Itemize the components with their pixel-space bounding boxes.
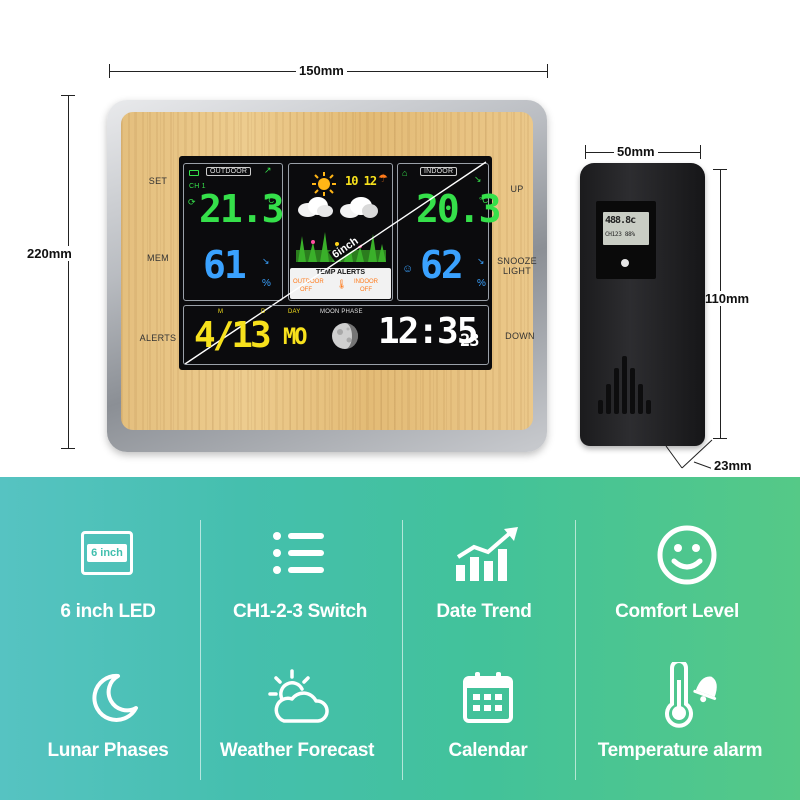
down-button-label: DOWN <box>505 331 535 341</box>
width-label: 150mm <box>296 63 347 78</box>
indoor-temperature: 20.3 <box>416 187 502 231</box>
weekday-label: DAY <box>288 309 301 315</box>
cloud-icon-right <box>340 197 378 218</box>
outdoor-humidity-trend-icon: ↘ <box>262 256 270 266</box>
outdoor-panel <box>183 163 283 301</box>
outdoor-trend-icon: ↗ <box>264 165 272 175</box>
outdoor-humidity-unit: % <box>262 278 272 289</box>
alert-thermometer-icon: 🌡 <box>336 279 348 289</box>
temp-alerts-title: TEMP ALERTS <box>315 269 365 276</box>
outdoor-temperature: 21.3 <box>199 187 285 231</box>
alerts-button-label: ALERTS <box>139 333 177 343</box>
indoor-humidity: 62 <box>420 243 464 287</box>
up-button-label: UP <box>510 184 524 194</box>
diagonal-measure-line <box>184 161 487 365</box>
snooze-button-label: SNOOZE LIGHT <box>494 256 540 276</box>
indoor-trend-icon: ↘ <box>474 174 482 184</box>
date-display: 4/13 <box>194 315 272 356</box>
sensor-vent <box>630 368 635 414</box>
features-band <box>0 477 800 800</box>
refresh-icon: ⟳ <box>188 197 196 207</box>
indoor-temp-unit: °C <box>479 196 489 205</box>
weather-alert-icon: ☂ <box>378 173 388 185</box>
moon-phase-icon <box>332 323 358 349</box>
feature-label-calendar: Calendar <box>448 740 528 761</box>
month-label: M <box>218 309 224 315</box>
indoor-label: INDOOR <box>420 167 458 176</box>
feature-label-temperature-alarm: Temperature alarm <box>597 740 763 761</box>
snooze-label: SNOOZE <box>497 256 537 266</box>
sun-icon <box>312 172 336 196</box>
indoor-panel <box>397 163 489 301</box>
feature-divider <box>402 520 403 780</box>
forecast-time: 10 12 <box>345 174 377 188</box>
feature-label-date-trend: Date Trend <box>436 601 532 622</box>
feature-label-6-inch-led: 6 inch LED <box>60 601 156 622</box>
sun-cloud-icon <box>268 669 329 723</box>
height-label: 220mm <box>24 246 75 261</box>
alert-outdoor-state: OFF <box>300 287 312 293</box>
sensor-vent <box>638 384 643 414</box>
sensor-lcd-humidity: CH123 88% <box>605 231 635 238</box>
sensor-lcd-temp: 488.8c <box>605 215 636 226</box>
screen-size-icon-text: 6 inch <box>87 544 127 562</box>
indoor-humidity-trend-icon: ↘ <box>477 256 485 266</box>
moon-icon <box>92 673 138 722</box>
sensor-depth-label: 23mm <box>711 458 755 473</box>
seconds-display: 23 <box>460 331 480 351</box>
outdoor-label: OUTDOOR <box>206 167 252 176</box>
sensor-vent <box>614 368 619 414</box>
sensor-vent <box>606 384 611 414</box>
outdoor-temp-unit: °C <box>265 196 275 205</box>
feature-label-weather-forecast: Weather Forecast <box>219 740 375 761</box>
moon-phase-label: MOON PHASE <box>320 309 363 315</box>
cloud-icon-left <box>298 197 333 217</box>
screen-size-icon: 6 inch <box>81 531 133 575</box>
light-label: LIGHT <box>502 266 531 276</box>
indoor-home-icon: ⌂ <box>402 168 408 178</box>
feature-divider <box>200 520 201 780</box>
indoor-humidity-unit: % <box>477 278 487 289</box>
sensor-led-icon <box>621 259 629 267</box>
alert-indoor-label: INDOOR <box>354 279 378 285</box>
feature-label-ch-switch: CH1-2-3 Switch <box>232 601 368 622</box>
sensor-width-label: 50mm <box>614 144 658 159</box>
sensor-vent <box>646 400 651 414</box>
sensor-vent <box>598 400 603 414</box>
outdoor-signal-icon <box>189 170 199 176</box>
calendar-icon <box>463 672 513 723</box>
feature-divider <box>575 520 576 780</box>
feature-label-lunar-phases: Lunar Phases <box>47 740 169 761</box>
outdoor-humidity: 61 <box>203 243 247 287</box>
comfort-smiley-icon: ☺ <box>402 263 414 275</box>
smiley-icon <box>657 525 717 585</box>
weekday-display: MO <box>283 325 307 350</box>
datetime-panel <box>183 305 489 365</box>
sensor-height-label: 110mm <box>702 291 753 306</box>
list-icon <box>273 532 324 574</box>
trend-chart-icon <box>456 527 518 581</box>
alert-indoor-state: OFF <box>360 287 372 293</box>
forecast-panel <box>288 163 393 301</box>
temp-alerts-box: TEMP ALERTS OUTDOOR OFF 🌡 INDOOR OFF <box>290 268 391 299</box>
set-button-label: SET <box>148 176 168 186</box>
sensor-lcd: 488.8c CH123 88% <box>603 212 649 245</box>
channel-label: CH 1 <box>189 183 206 190</box>
mem-button-label: MEM <box>147 253 169 263</box>
thermometer-bell-icon <box>665 662 717 728</box>
time-display: 12:35 <box>378 311 478 352</box>
sensor-vent <box>622 356 627 414</box>
feature-label-comfort-level: Comfort Level <box>615 601 739 622</box>
day-label: D <box>261 309 266 315</box>
